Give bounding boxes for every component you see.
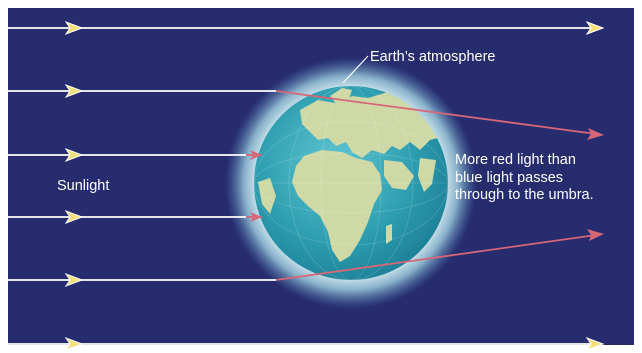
earth-globe-icon [254,86,448,280]
red-light-caption-line-3: through to the umbra. [455,187,594,203]
arrowhead-icon [585,20,605,36]
red-arrowheads [250,128,604,241]
arrowhead-icon [64,209,84,225]
arrowhead-icon [64,147,84,163]
red-arrowhead-icon [587,128,604,140]
sunlight-arrowheads [64,20,605,352]
red-light-caption-line-1: More red light than [455,152,576,168]
sunlight-rays [8,27,598,345]
red-arrowhead-icon [250,212,262,222]
red-ray-upper [275,90,597,135]
sunlight-label: Sunlight [57,178,110,194]
arrowhead-icon [64,20,84,36]
atmosphere-pointer-line [342,55,369,84]
red-light-caption-line-2: blue light passes [455,169,564,186]
red-arrowhead-icon [250,150,262,160]
arrowhead-icon [585,336,605,352]
atmosphere-label: Earth’s atmosphere [370,49,496,65]
arrowhead-icon [64,272,84,288]
arrowhead-icon [64,336,84,352]
red-light-caption: More red light than blue light passes th… [455,152,594,205]
arrowhead-icon [64,83,84,99]
red-ray-lower [275,234,597,281]
red-arrowhead-icon [587,229,604,241]
